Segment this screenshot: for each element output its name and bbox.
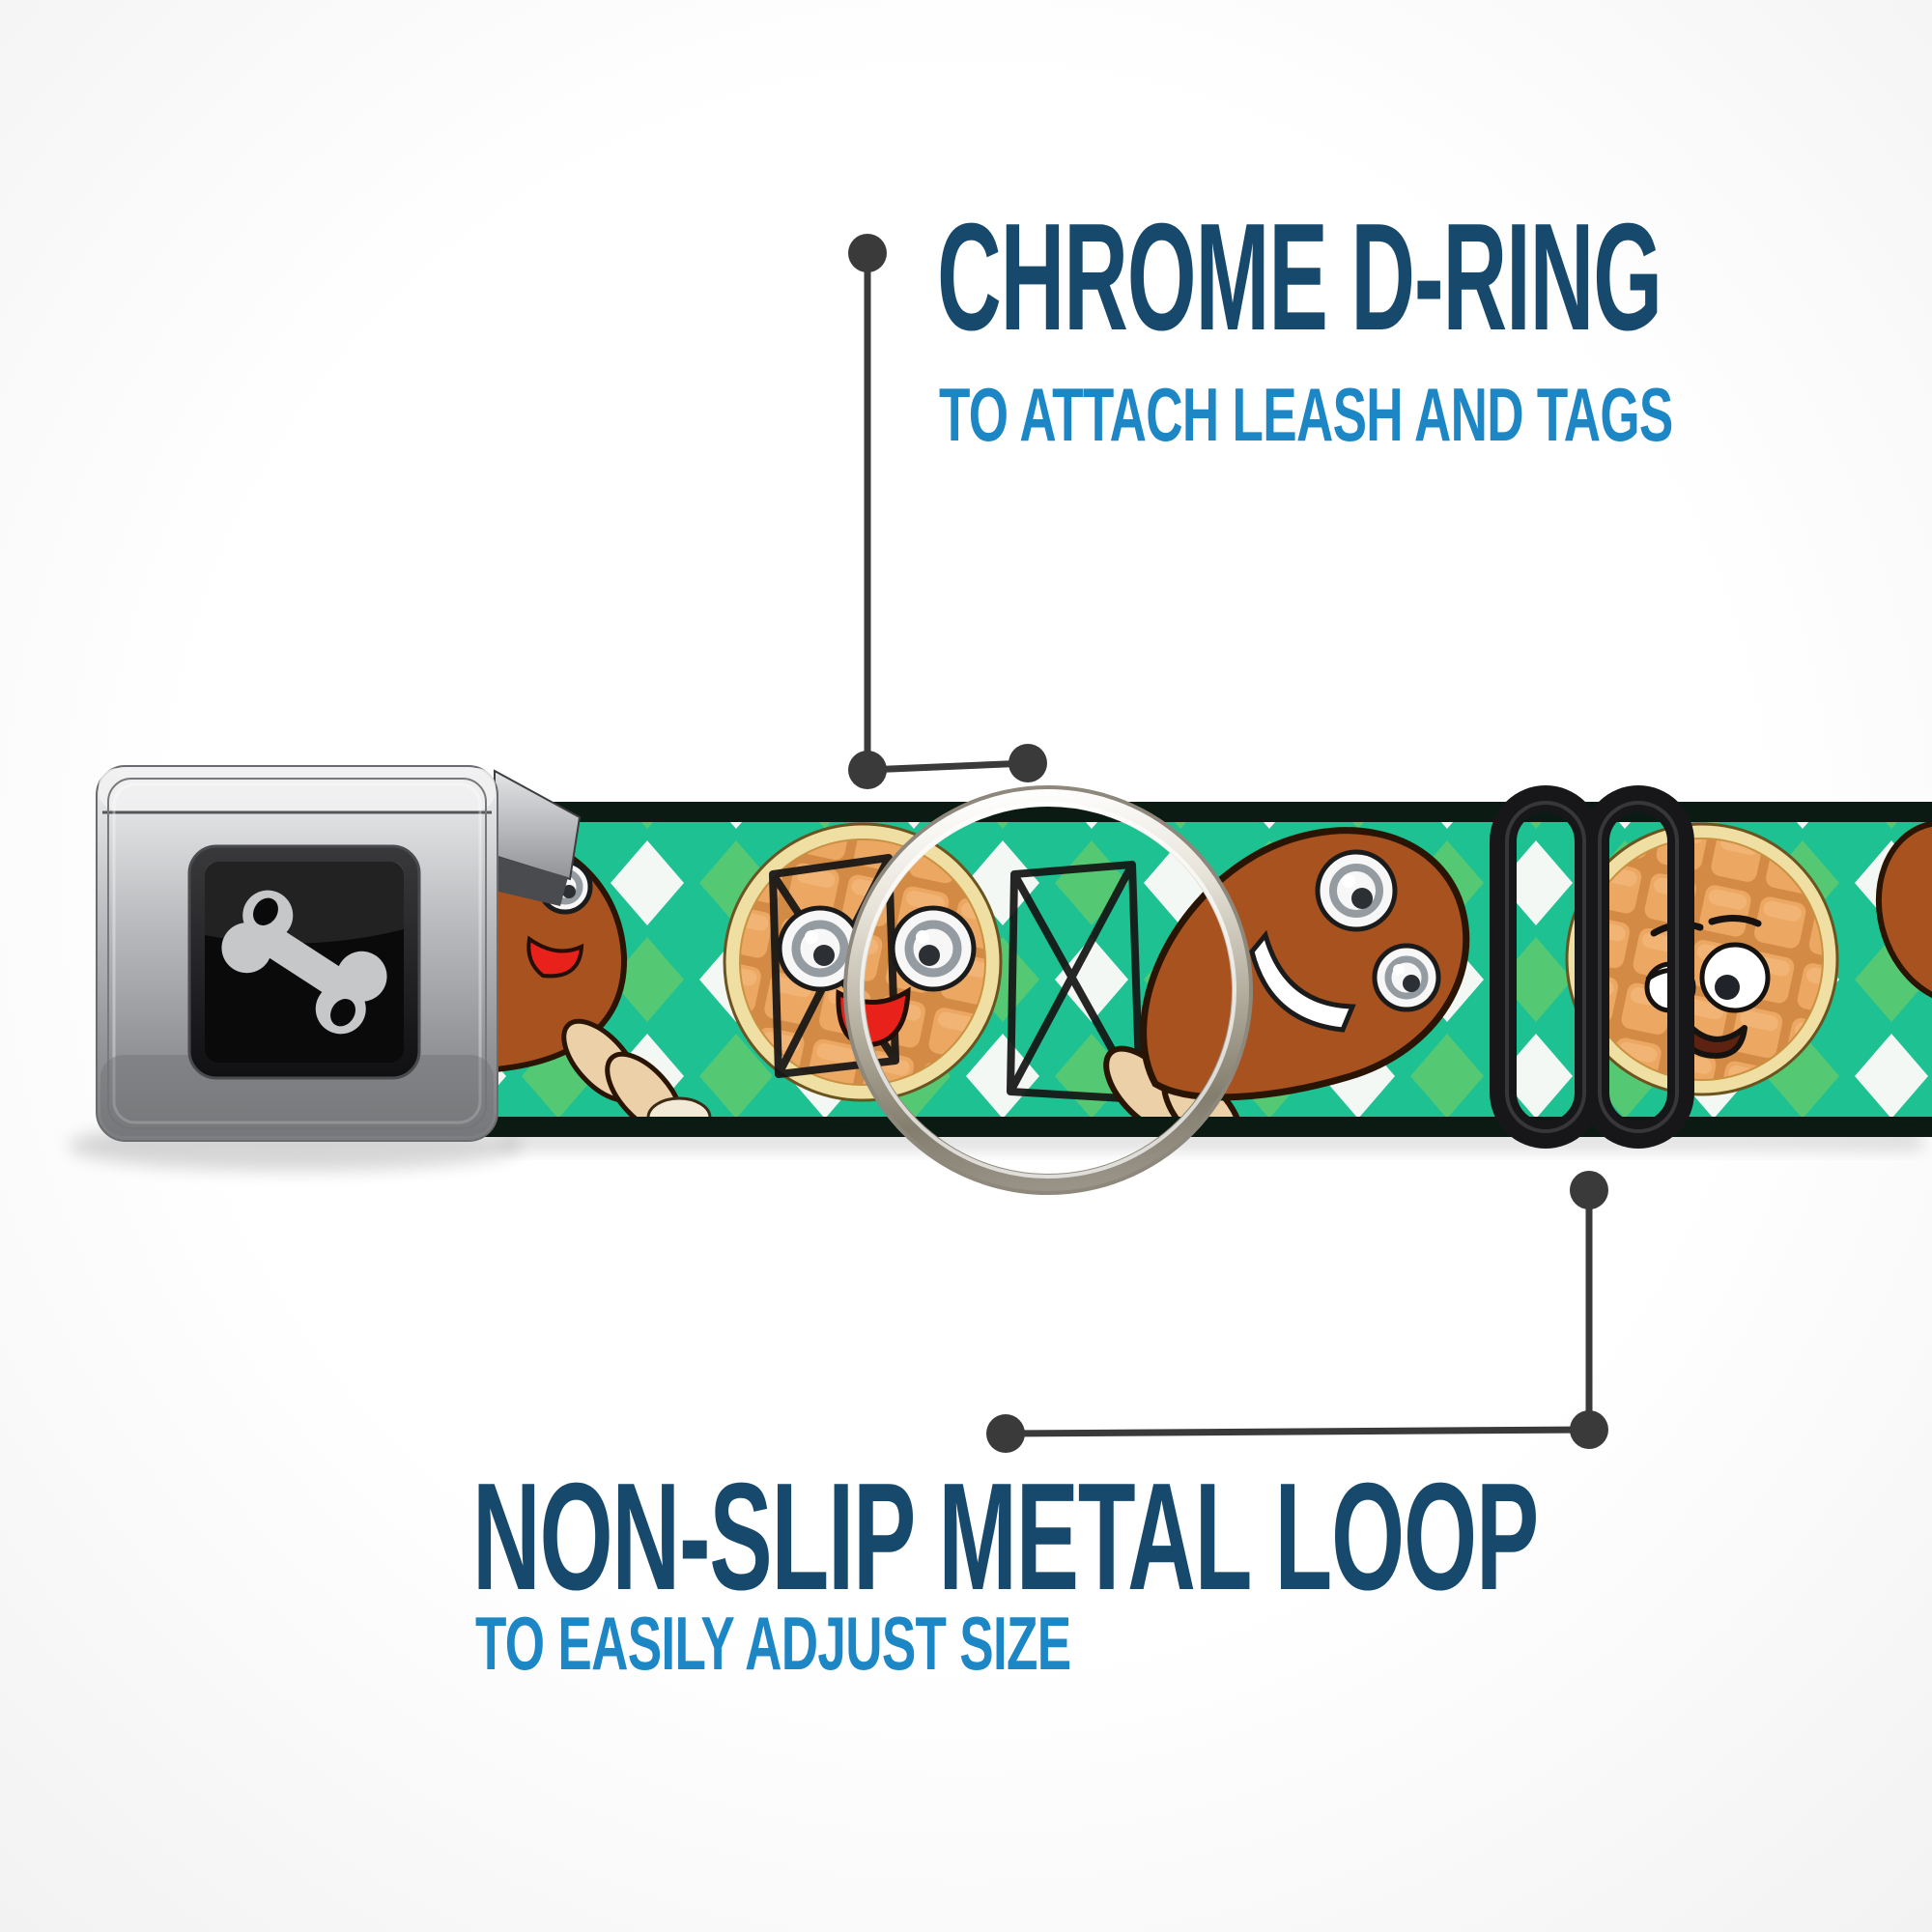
strap-edge-bottom bbox=[483, 1117, 1932, 1137]
googly-eye bbox=[1699, 942, 1771, 1013]
callout-dot bbox=[1009, 744, 1047, 782]
bone-icon bbox=[221, 890, 387, 1035]
strap-edge-top bbox=[483, 802, 1932, 822]
callout-title-metal-loop: NON-SLIP METAL LOOP bbox=[472, 1452, 1539, 1622]
googly-eye bbox=[890, 905, 977, 992]
googly-eye bbox=[777, 905, 864, 992]
drumstick-character bbox=[1875, 821, 1932, 1007]
buckle-top-lip bbox=[99, 768, 496, 810]
callout-dot bbox=[986, 1414, 1025, 1453]
callout-subtitle-d-ring: TO ATTACH LEASH AND TAGS bbox=[939, 372, 1673, 457]
callout-top bbox=[848, 234, 1047, 789]
callout-bottom bbox=[986, 1171, 1608, 1453]
googly-eye bbox=[1315, 849, 1398, 932]
callout-line bbox=[1005, 1426, 1590, 1437]
callout-title-d-ring: CHROME D-RING bbox=[937, 192, 1662, 362]
waffle-character bbox=[1565, 822, 1839, 1096]
smile-mouth bbox=[526, 935, 584, 979]
callout-line bbox=[867, 759, 1029, 774]
googly-eye bbox=[1372, 943, 1441, 1012]
chrome-d-ring bbox=[843, 785, 1253, 1195]
smile-mouth bbox=[1249, 929, 1356, 1033]
buckle-latch-shadow bbox=[495, 856, 568, 906]
seatbelt-buckle bbox=[96, 765, 582, 1142]
metal-loop-slider bbox=[1490, 785, 1694, 1149]
callout-subtitle-metal-loop: TO EASILY ADJUST SIZE bbox=[475, 1601, 1071, 1686]
eyebrow bbox=[1708, 915, 1762, 927]
